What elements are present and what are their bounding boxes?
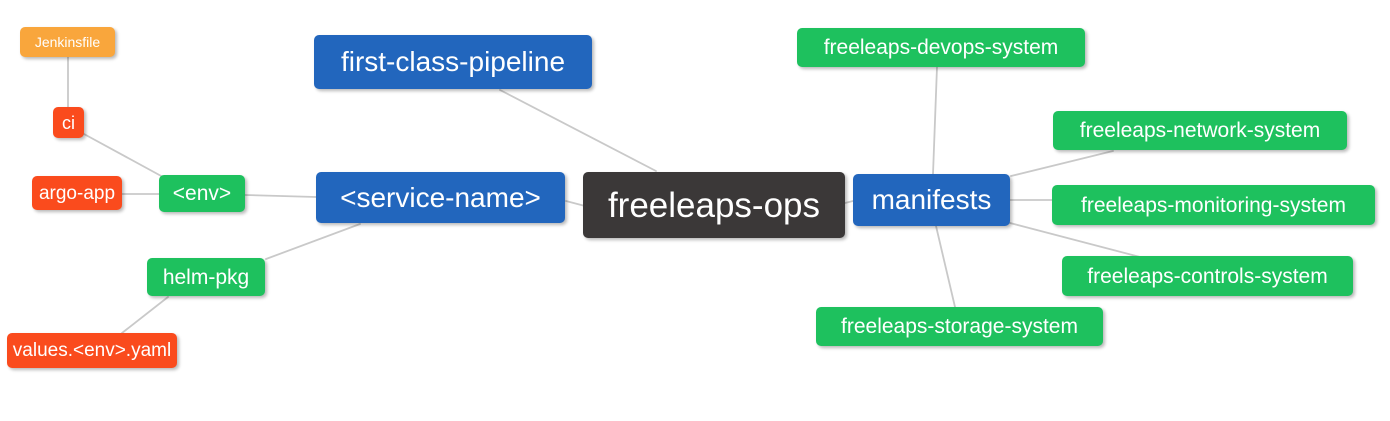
node-label: values.<env>.yaml <box>12 340 172 361</box>
node-service-name[interactable]: <service-name> <box>316 172 565 223</box>
node-label: first-class-pipeline <box>340 46 566 77</box>
node-freeleaps-network-system[interactable]: freeleaps-network-system <box>1053 111 1347 150</box>
node-manifests[interactable]: manifests <box>853 174 1010 226</box>
node-label: freeleaps-monitoring-system <box>1081 193 1346 217</box>
node-env[interactable]: <env> <box>159 175 245 212</box>
node-values-env-yaml[interactable]: values.<env>.yaml <box>7 333 177 368</box>
node-label: Jenkinsfile <box>34 34 101 50</box>
edge-manifests--freeleaps-storage-system <box>935 225 956 308</box>
node-label: <service-name> <box>340 181 541 213</box>
node-label: freeleaps-storage-system <box>841 315 1078 338</box>
edge-first-class-pipeline--freeleaps-ops <box>499 89 657 172</box>
edge-values-env-yaml--helm-pkg <box>121 296 169 334</box>
node-label: freeleaps-network-system <box>1079 119 1321 142</box>
edge-manifests--freeleaps-controls-system <box>1009 222 1141 258</box>
node-label: freeleaps-controls-system <box>1087 264 1328 288</box>
node-jenkinsfile[interactable]: Jenkinsfile <box>20 27 115 57</box>
node-ci[interactable]: ci <box>53 107 84 138</box>
node-label: freeleaps-ops <box>607 185 821 225</box>
node-freeleaps-devops-system[interactable]: freeleaps-devops-system <box>797 28 1085 67</box>
edge-service-name--freeleaps-ops <box>565 200 586 207</box>
edge-env--service-name <box>244 194 317 198</box>
edge-manifests--freeleaps-network-system <box>1010 150 1114 177</box>
edge-freeleaps-ops--manifests <box>844 200 854 204</box>
edge-ci--env <box>83 133 164 178</box>
node-label: <env> <box>172 182 232 205</box>
node-label: argo-app <box>38 182 116 204</box>
node-helm-pkg[interactable]: helm-pkg <box>147 258 265 296</box>
node-first-class-pipeline[interactable]: first-class-pipeline <box>314 35 592 89</box>
node-label: ci <box>62 112 75 133</box>
node-freeleaps-monitoring-system[interactable]: freeleaps-monitoring-system <box>1052 185 1375 225</box>
node-freeleaps-storage-system[interactable]: freeleaps-storage-system <box>816 307 1103 346</box>
node-argo-app[interactable]: argo-app <box>32 176 122 210</box>
edge-manifests--freeleaps-devops-system <box>932 66 938 175</box>
node-freeleaps-controls-system[interactable]: freeleaps-controls-system <box>1062 256 1353 296</box>
edge-helm-pkg--service-name <box>265 223 361 260</box>
node-freeleaps-ops[interactable]: freeleaps-ops <box>583 172 845 238</box>
node-label: manifests <box>871 184 992 215</box>
node-label: helm-pkg <box>162 265 250 289</box>
node-label: freeleaps-devops-system <box>823 36 1059 59</box>
